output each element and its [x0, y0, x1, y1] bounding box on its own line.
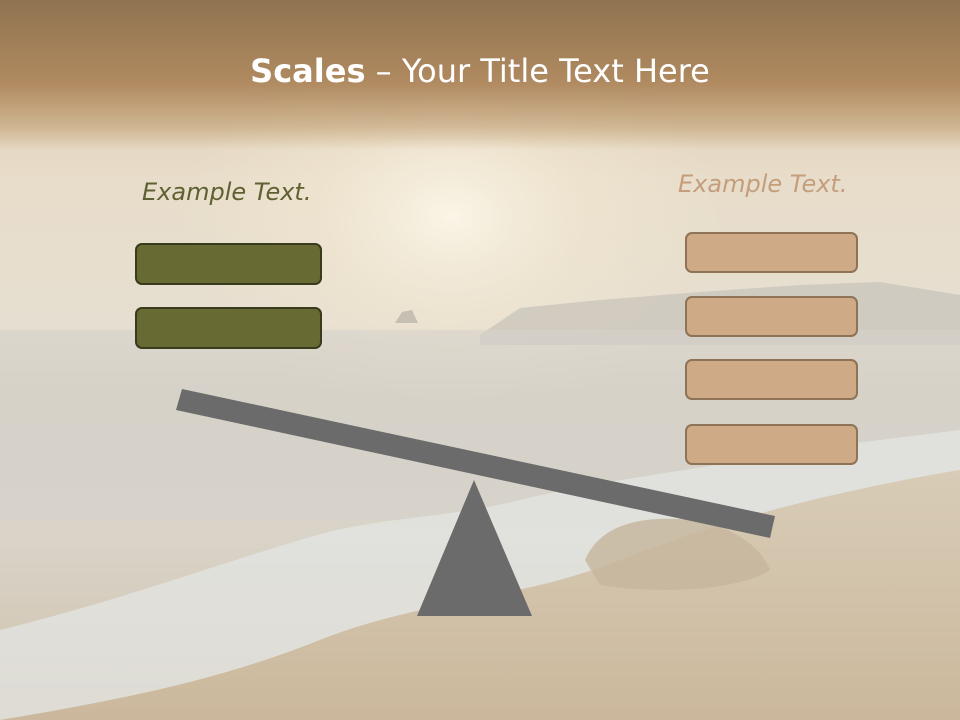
scale-beam	[176, 389, 775, 538]
right-example-label: Example Text.	[678, 170, 848, 198]
slide-title: Scales – Your Title Text Here	[0, 52, 960, 90]
left-weight-box-1	[135, 243, 322, 285]
left-example-label: Example Text.	[142, 178, 312, 206]
right-weight-box-3	[685, 359, 858, 400]
right-weight-box-1	[685, 232, 858, 273]
left-weight-box-2	[135, 307, 322, 349]
title-bold-word: Scales	[250, 52, 366, 90]
right-weight-box-4	[685, 424, 858, 465]
scale-fulcrum	[417, 480, 532, 616]
title-band	[0, 0, 960, 150]
right-weight-box-2	[685, 296, 858, 337]
title-text: – Your Title Text Here	[365, 52, 710, 90]
